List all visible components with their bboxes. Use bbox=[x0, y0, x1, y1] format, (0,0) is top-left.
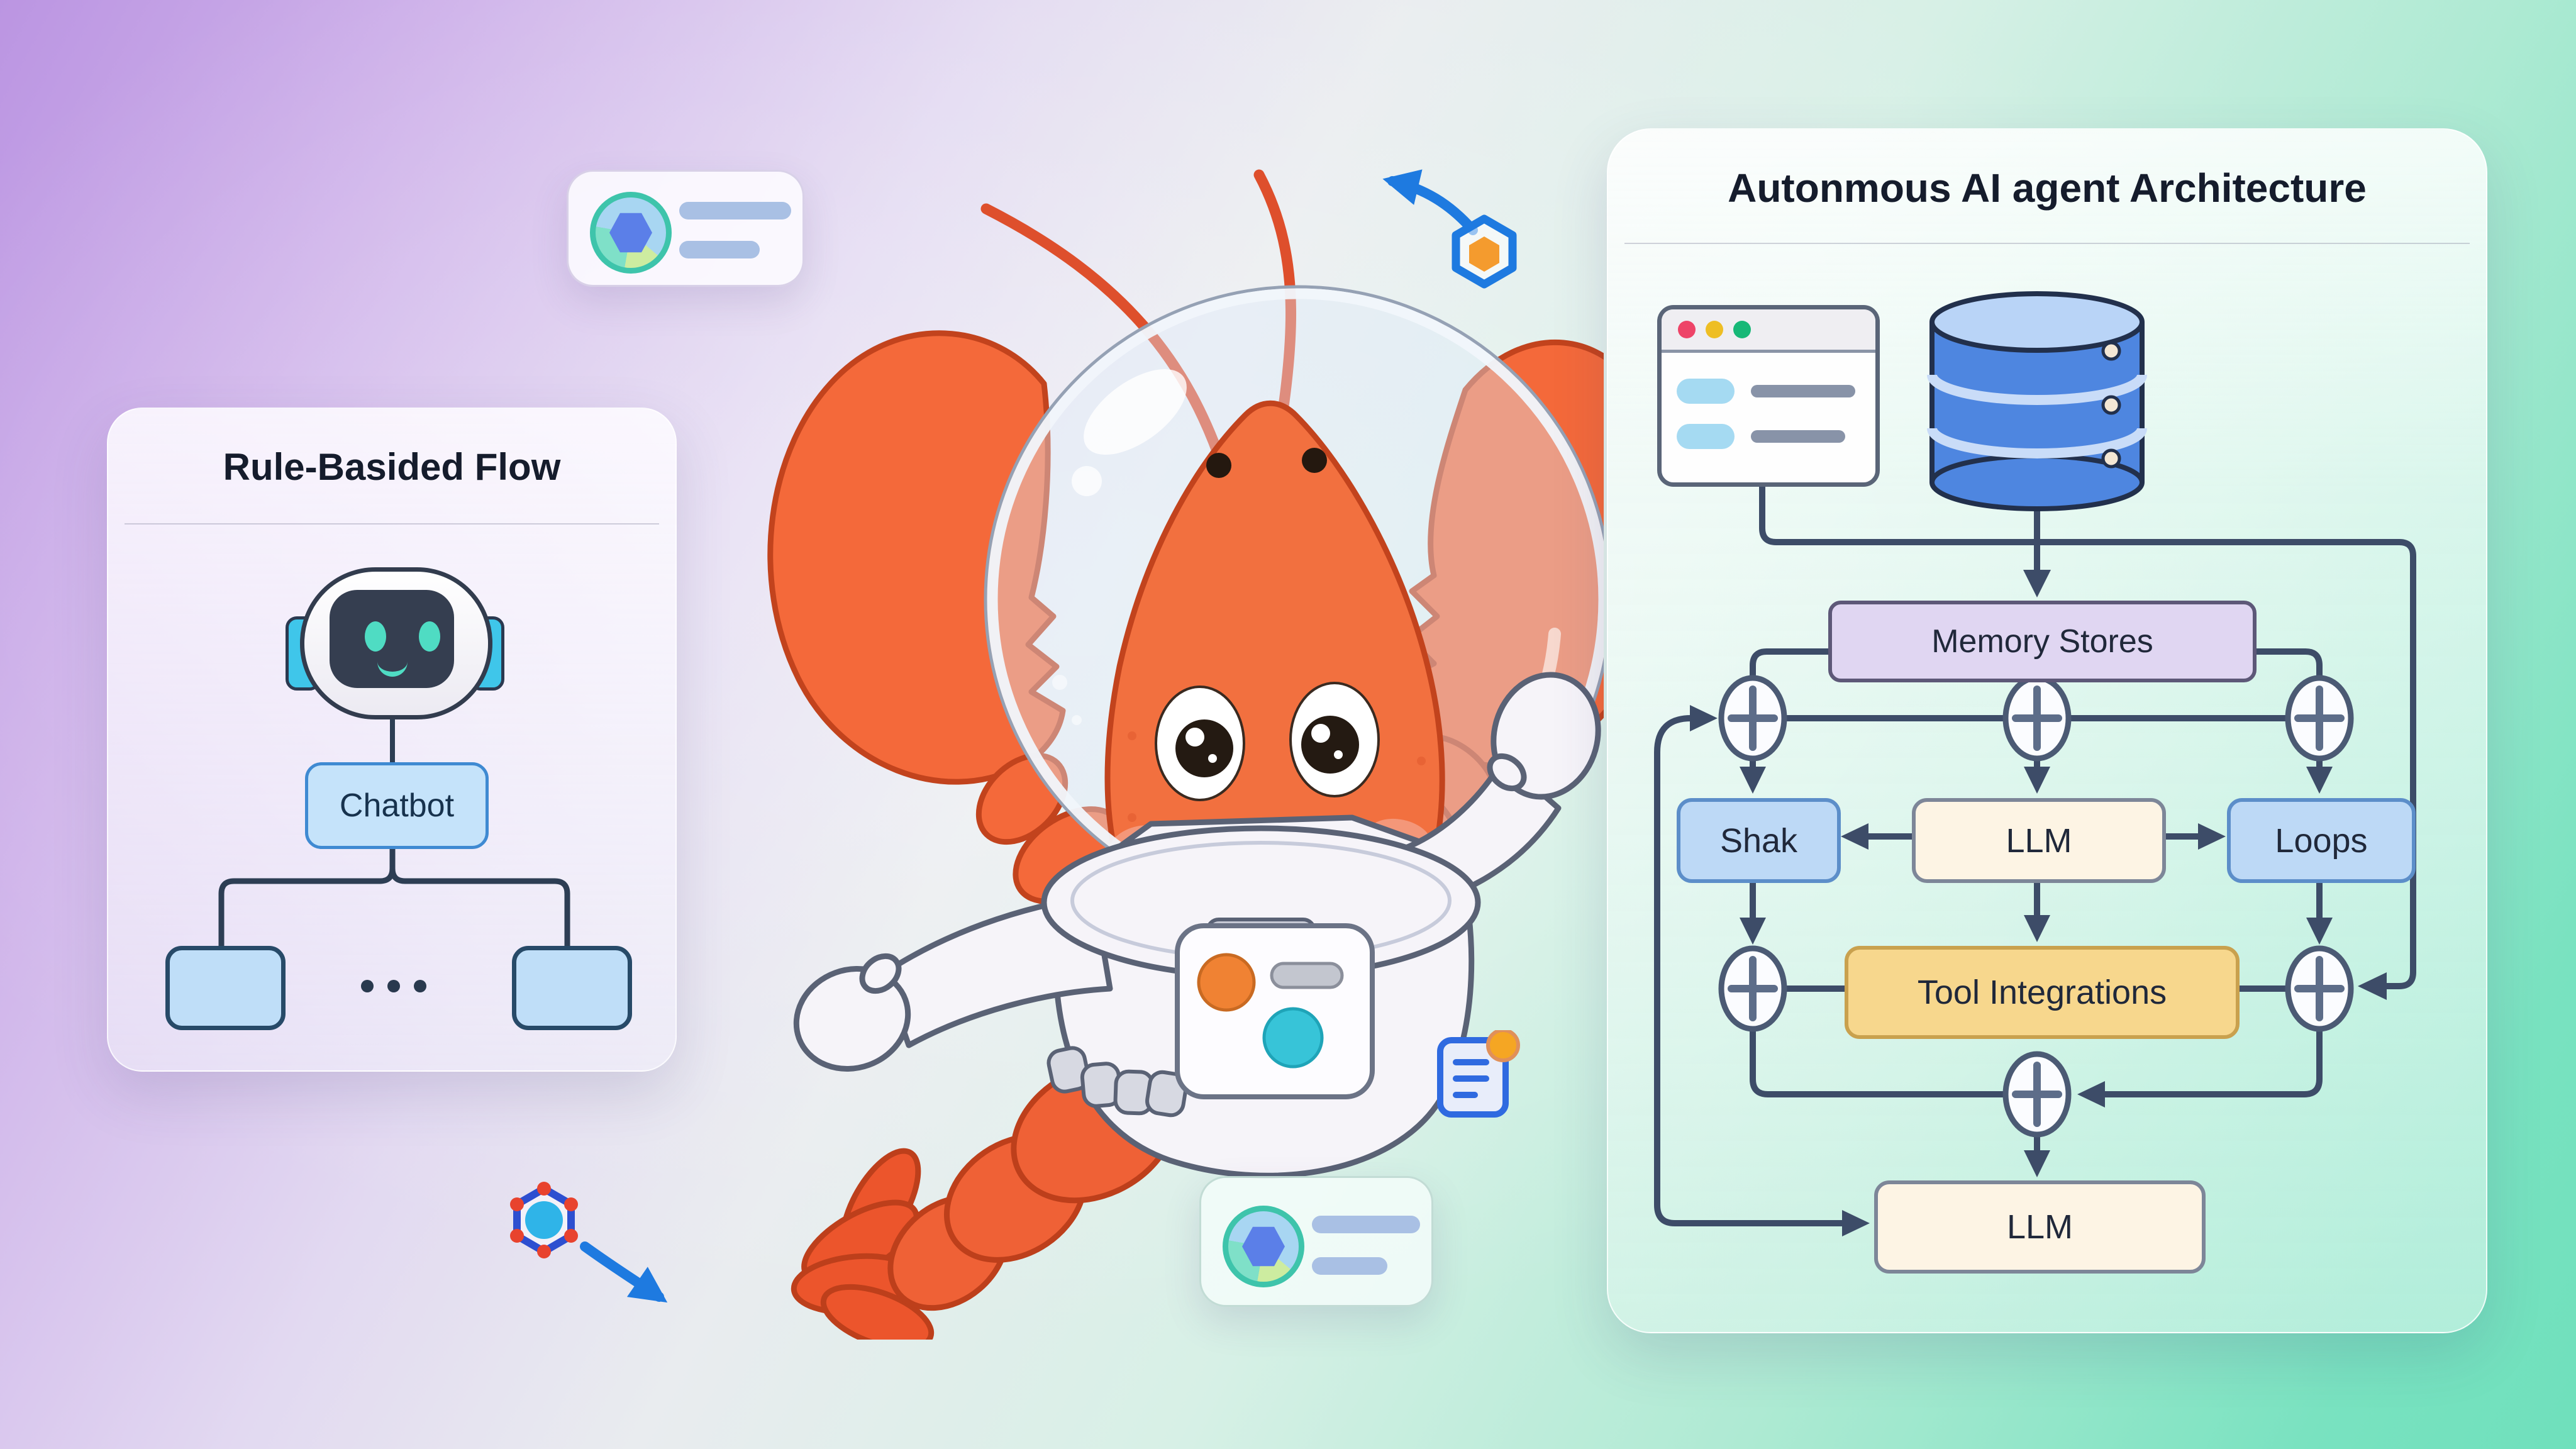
node-llm: LLM bbox=[1912, 798, 2166, 883]
plus-merge-node-icon bbox=[1718, 675, 2354, 1138]
flowchart-connectors bbox=[1654, 291, 2416, 1236]
robot-icon bbox=[108, 409, 675, 1070]
text-line-placeholder bbox=[679, 241, 760, 258]
hexagon-corner-dot bbox=[510, 1229, 524, 1243]
node-label: Shak bbox=[1719, 821, 1798, 860]
node-memory-stores: Memory Stores bbox=[1828, 601, 2257, 682]
gem-avatar-icon bbox=[1223, 1206, 1304, 1287]
robot-smile bbox=[377, 655, 408, 677]
text-line-placeholder bbox=[1312, 1216, 1420, 1233]
flow-leaf-box bbox=[165, 946, 286, 1030]
robot-eye bbox=[419, 621, 440, 652]
traffic-light-yellow-icon bbox=[1706, 321, 1723, 338]
left-panel-title: Rule-Basided Flow bbox=[223, 446, 561, 488]
node-label: LLM bbox=[2006, 821, 2072, 860]
text-line-placeholder bbox=[1312, 1257, 1387, 1275]
profile-card bbox=[567, 170, 804, 287]
node-label: LLM bbox=[2006, 1208, 2074, 1246]
ellipsis-dots bbox=[361, 980, 426, 992]
traffic-light-red-icon bbox=[1678, 321, 1696, 338]
panel-divider bbox=[125, 523, 659, 525]
gem-avatar-icon bbox=[590, 192, 672, 274]
browser-content-pill bbox=[1677, 424, 1735, 449]
hexagon-corner-dot bbox=[510, 1197, 524, 1211]
flow-leaf-box bbox=[512, 946, 632, 1030]
hexagon-arrow-decoration bbox=[510, 1182, 668, 1303]
node-label: Memory Stores bbox=[1931, 623, 2153, 660]
hexagon-corner-dot bbox=[564, 1197, 578, 1211]
hexagon-arrow-decoration bbox=[1382, 169, 1517, 289]
node-loops: Loops bbox=[2227, 798, 2416, 883]
chatbot-node: Chatbot bbox=[305, 762, 489, 849]
browser-titlebar bbox=[1662, 309, 1875, 353]
hexagon-center-circle bbox=[525, 1201, 563, 1239]
node-llm-bottom: LLM bbox=[1874, 1180, 2206, 1274]
rule-based-flow-panel: Rule-Basided Flow Chatbot bbox=[107, 408, 677, 1072]
ai-agent-architecture-panel: Autonmous AI agent Architecture bbox=[1607, 128, 2487, 1333]
hexagon-corner-dot bbox=[537, 1182, 551, 1196]
browser-content-line bbox=[1751, 430, 1845, 443]
database-icon bbox=[1927, 291, 2147, 511]
node-label: Tool Integrations bbox=[1917, 974, 2167, 1011]
right-panel-title: Autonmous AI agent Architecture bbox=[1728, 165, 2367, 211]
browser-window-icon bbox=[1657, 305, 1880, 487]
node-shak: Shak bbox=[1677, 798, 1841, 883]
document-icon bbox=[1437, 1030, 1520, 1118]
hexagon-inner-icon bbox=[1469, 236, 1499, 272]
curved-arrow-icon bbox=[1382, 169, 1478, 235]
chatbot-label: Chatbot bbox=[339, 787, 455, 824]
text-line-placeholder bbox=[679, 202, 791, 219]
robot-eye bbox=[365, 621, 386, 652]
browser-content-line bbox=[1751, 385, 1855, 397]
node-label: Loops bbox=[2275, 821, 2368, 860]
panel-divider bbox=[1624, 243, 2470, 244]
browser-content-pill bbox=[1677, 379, 1735, 404]
curved-arrow-icon bbox=[580, 1241, 668, 1303]
lobster-astronaut-illustration bbox=[767, 169, 1604, 1340]
profile-card bbox=[1199, 1176, 1433, 1307]
hexagon-corner-dot bbox=[564, 1229, 578, 1243]
hexagon-corner-dot bbox=[537, 1245, 551, 1258]
traffic-light-green-icon bbox=[1733, 321, 1751, 338]
node-tool-integrations: Tool Integrations bbox=[1845, 946, 2240, 1039]
